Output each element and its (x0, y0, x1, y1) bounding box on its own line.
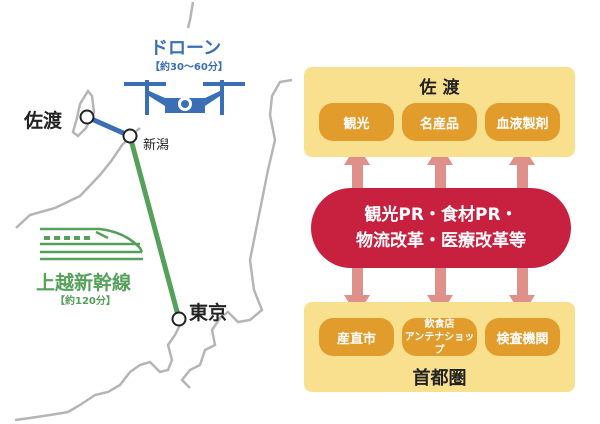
train-time: 【約120分】 (55, 296, 116, 307)
center-initiatives: 観光PR・食材PR・ 物流改革・医療改革等 (311, 188, 571, 268)
label-tokyo: 東京 (189, 302, 228, 324)
box-blood-products: 血液製剤 (485, 103, 560, 141)
capital-panel-title: 首都圏 (412, 368, 467, 389)
drone-title: ドローン (150, 38, 222, 59)
box-direct-market: 産直市 (319, 318, 394, 356)
japan-map (14, 1, 293, 422)
niigata-marker (122, 128, 138, 144)
box-specialty: 名産品 (402, 103, 477, 141)
center-line-1: 観光PR・食材PR・ (364, 205, 518, 225)
shinkansen-route (127, 135, 182, 320)
coastline (14, 1, 293, 422)
sado-marker (79, 109, 95, 125)
label-niigata: 新潟 (143, 138, 170, 153)
sado-panel-title: 佐 渡 (419, 78, 460, 98)
box-tourism: 観光 (319, 103, 394, 141)
box-restaurants: 飲食店 アンテナショップ (402, 318, 477, 356)
restaurants-label: 飲食店 (424, 318, 455, 330)
center-line-2: 物流改革・医療改革等 (356, 231, 526, 251)
train-title: 上越新幹線 (36, 272, 132, 294)
antenna-shop-label: アンテナショップ (404, 331, 475, 356)
drone-route (85, 114, 132, 139)
tokyo-marker (171, 311, 187, 327)
label-sado: 佐渡 (24, 110, 63, 132)
drone-time: 【約30〜60分】 (150, 62, 228, 73)
train-icon (40, 227, 144, 261)
drone-icon (124, 80, 245, 115)
box-testing-lab: 検査機関 (485, 318, 560, 356)
